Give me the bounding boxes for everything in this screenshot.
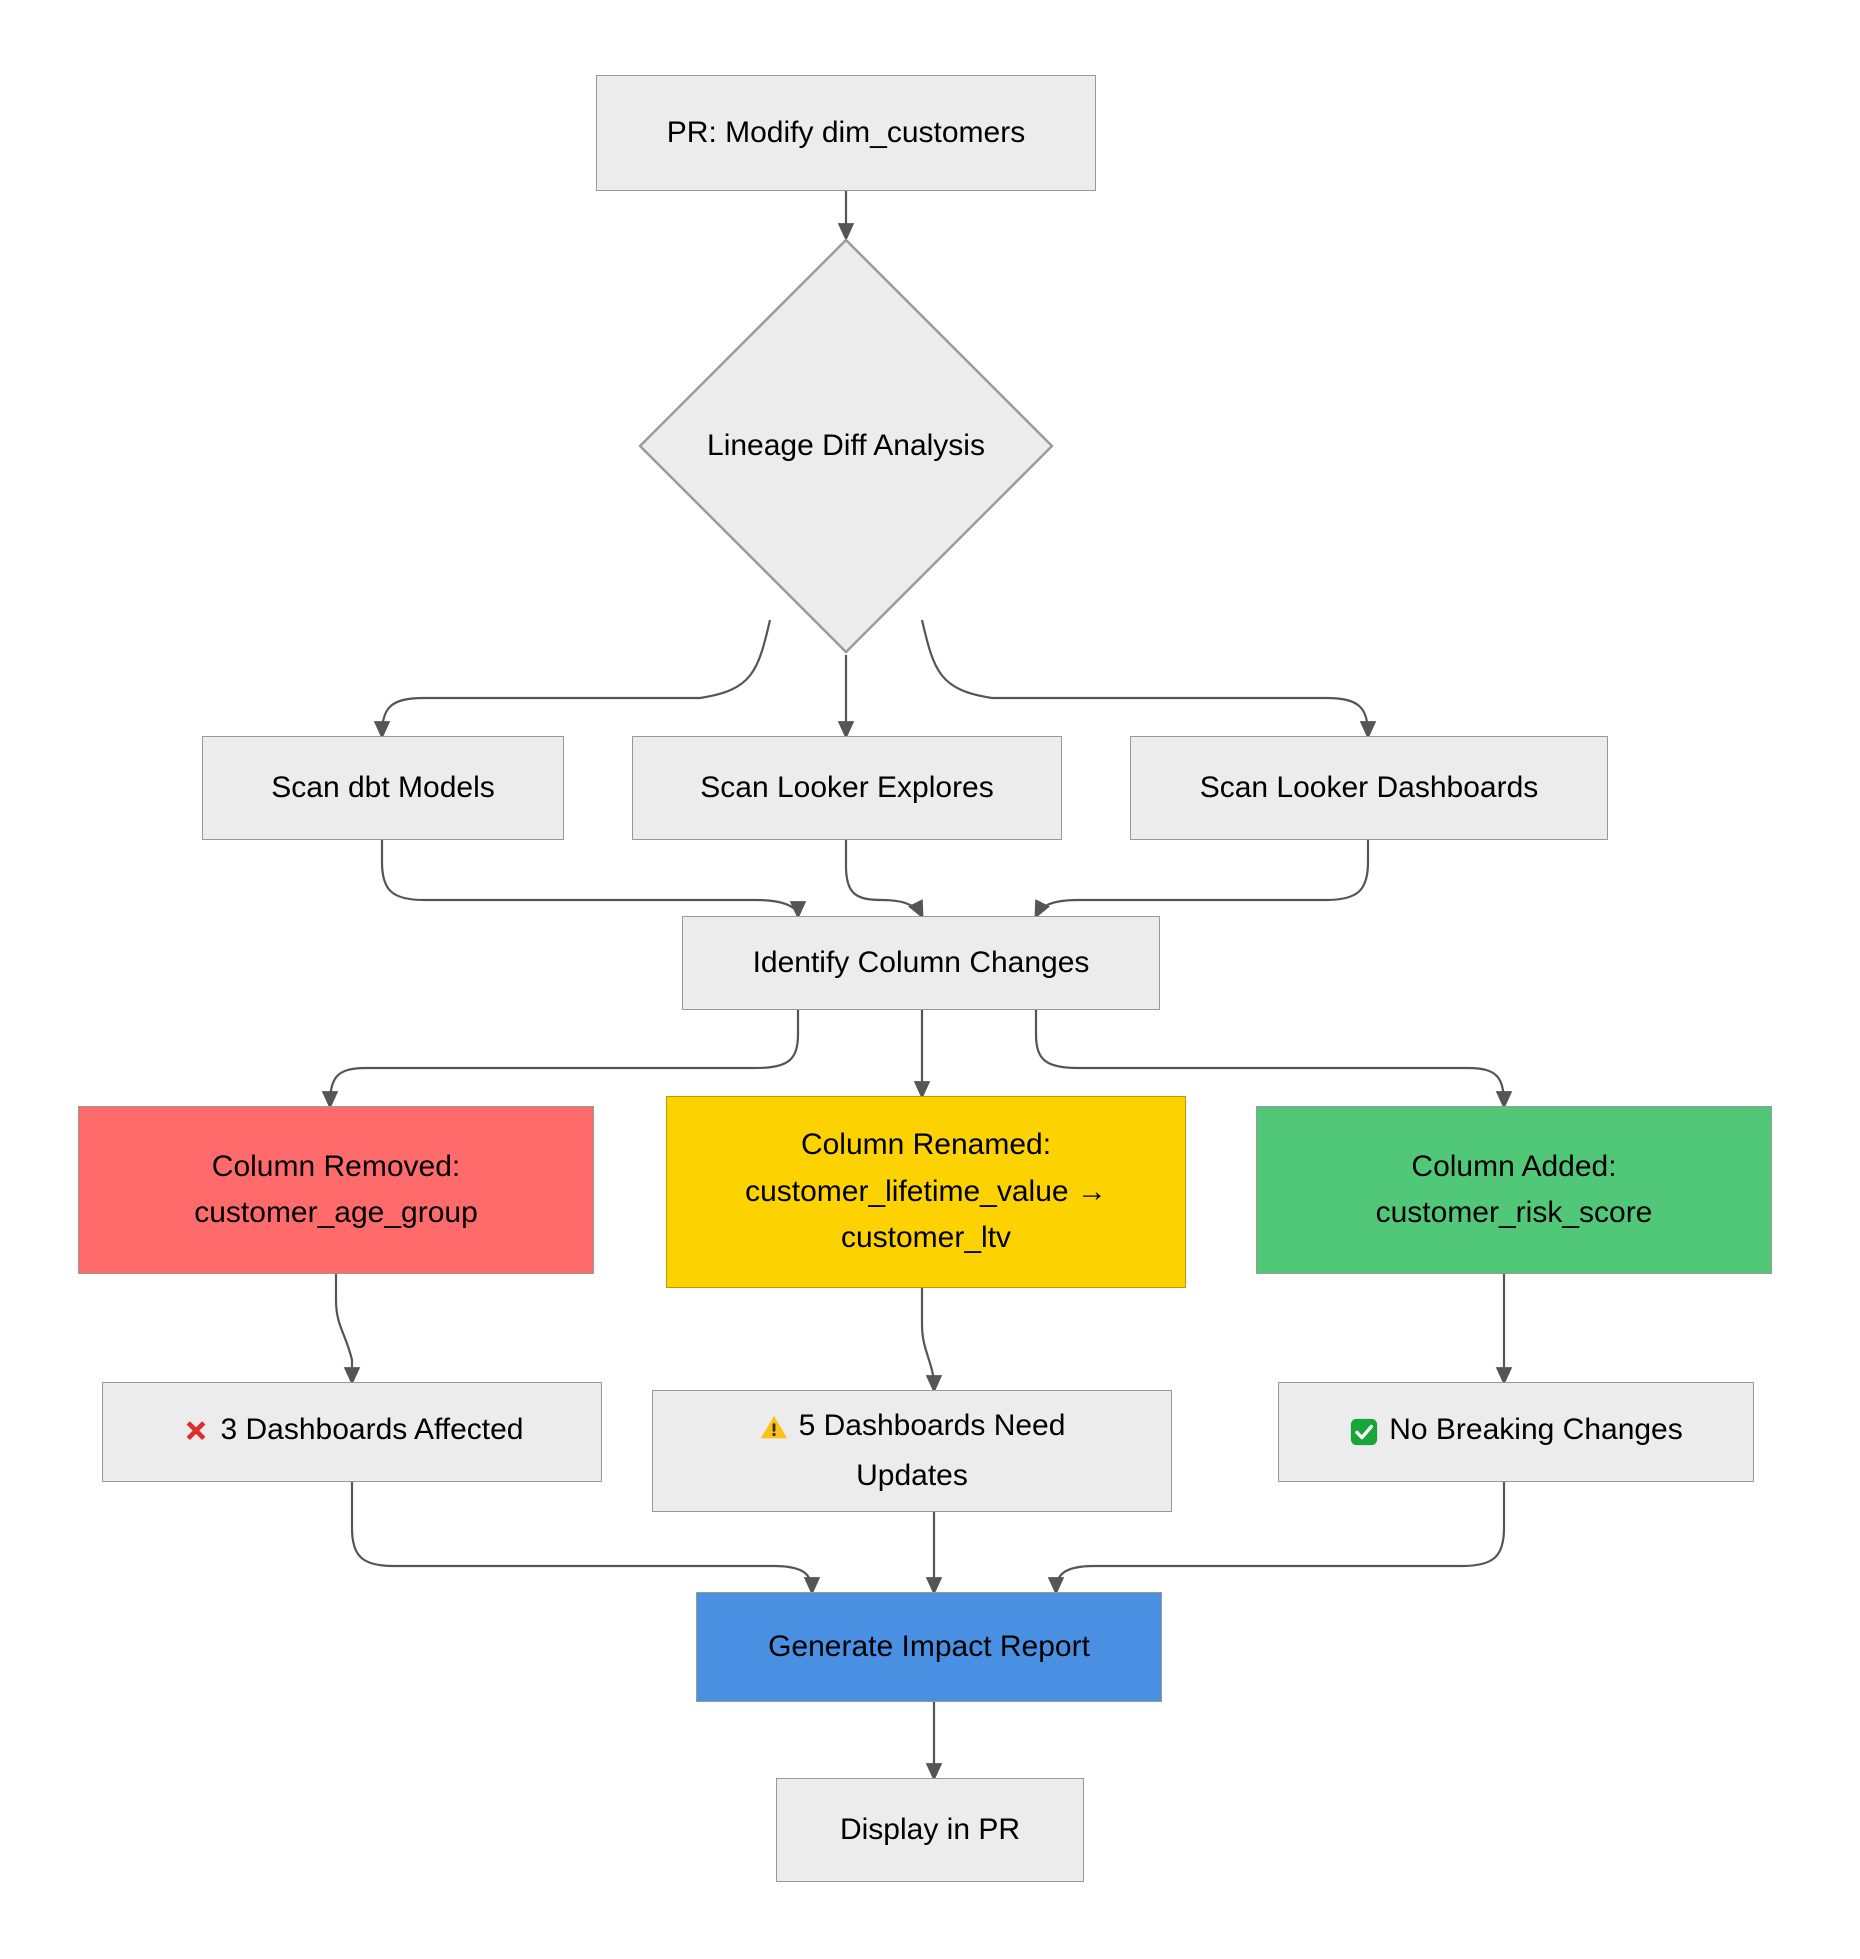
check-mark-button-icon [1349,1411,1379,1458]
edge-identify-to-col-added [1034,1010,1513,1110]
edge-scan-dbt-to-identify [380,840,807,920]
node-label: PR: Modify dim_customers [666,115,1026,149]
node-label-line2: customer_age_group [194,1196,478,1229]
node-label-container: No Breaking Changes [1279,1407,1753,1457]
edge-col-renamed-to-need-updates [920,1288,943,1394]
node-no-breaking-changes[interactable]: No Breaking Changes [1278,1382,1754,1482]
node-column-added[interactable]: Column Added: customer_risk_score [1256,1106,1772,1274]
node-column-removed[interactable]: Column Removed: customer_age_group [78,1106,594,1274]
node-5-dashboards-need-updates[interactable]: 5 Dashboards Need Updates [652,1390,1172,1512]
node-label: Scan Looker Explores [700,770,994,804]
node-label-container: 3 Dashboards Affected [103,1407,601,1457]
node-label-line2: customer_lifetime_value → [745,1174,1107,1208]
node-label-line2: Updates [856,1458,968,1492]
edge-scan-dashboards-to-identify [1034,840,1370,919]
node-label: 3 Dashboards Affected [220,1412,524,1446]
node-label: Scan Looker Dashboards [1199,770,1539,804]
node-display-in-pr[interactable]: Display in PR [776,1778,1084,1882]
edge-col-removed-to-affected [334,1274,361,1386]
node-label-line1: Column Renamed: [800,1128,1052,1162]
node-label-line1: Column Removed: [211,1149,461,1183]
warning-icon [759,1406,789,1453]
node-label: Identify Column Changes [752,945,1090,979]
node-identify-column-changes[interactable]: Identify Column Changes [682,916,1160,1010]
node-label-container: Column Renamed: customer_lifetime_value … [667,1122,1185,1262]
node-scan-looker-explores[interactable]: Scan Looker Explores [632,736,1062,840]
edge-identify-to-col-removed [321,1010,800,1110]
edge-scan-explores-to-identify [844,840,924,919]
node-label-line1: 5 Dashboards Need [798,1408,1066,1442]
node-label-container: Column Added: customer_risk_score [1257,1144,1771,1237]
node-label: Display in PR [839,1812,1021,1846]
node-label: Generate Impact Report [768,1629,1090,1663]
node-label: Lineage Diff Analysis [707,429,985,462]
node-generate-impact-report[interactable]: Generate Impact Report [696,1592,1162,1702]
node-label-line2: customer_risk_score [1375,1196,1653,1229]
node-column-renamed[interactable]: Column Renamed: customer_lifetime_value … [666,1096,1186,1288]
node-label-line3: customer_ltv [840,1221,1012,1255]
node-lineage-diff-analysis[interactable]: Lineage Diff Analysis [636,236,1056,656]
node-label-container: Column Removed: customer_age_group [79,1144,593,1237]
node-label-container: 5 Dashboards Need Updates [653,1403,1171,1500]
node-3-dashboards-affected[interactable]: 3 Dashboards Affected [102,1382,602,1482]
node-label-line1: Column Added: [1411,1149,1617,1183]
node-label: Scan dbt Models [271,770,495,804]
node-scan-looker-dashboards[interactable]: Scan Looker Dashboards [1130,736,1608,840]
node-label: No Breaking Changes [1389,1412,1683,1446]
node-pr-modify-dim-customers[interactable]: PR: Modify dim_customers [596,75,1096,191]
node-scan-dbt-models[interactable]: Scan dbt Models [202,736,564,840]
cross-mark-icon [181,1411,211,1458]
diamond-shape [638,238,1054,654]
